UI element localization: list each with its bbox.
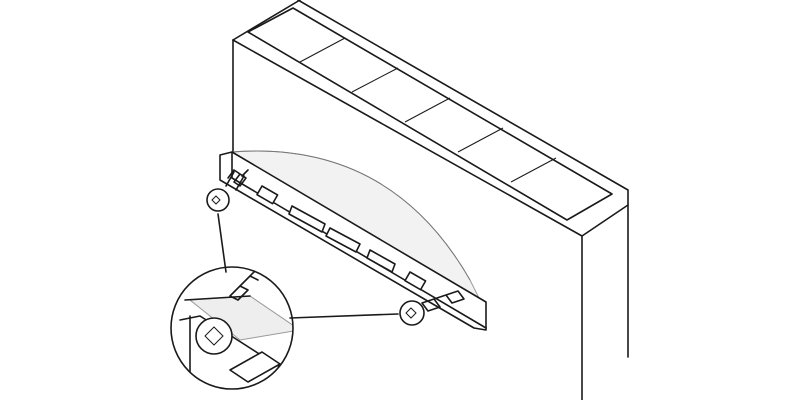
- cabinet: [232, 0, 629, 400]
- mounting-rail: [219, 151, 487, 331]
- top-panel-grid: [247, 7, 613, 221]
- screw-left: [206, 169, 249, 212]
- screw-right: [399, 290, 465, 326]
- detail-leaders: [217, 213, 399, 319]
- detail-magnifier: [170, 266, 294, 390]
